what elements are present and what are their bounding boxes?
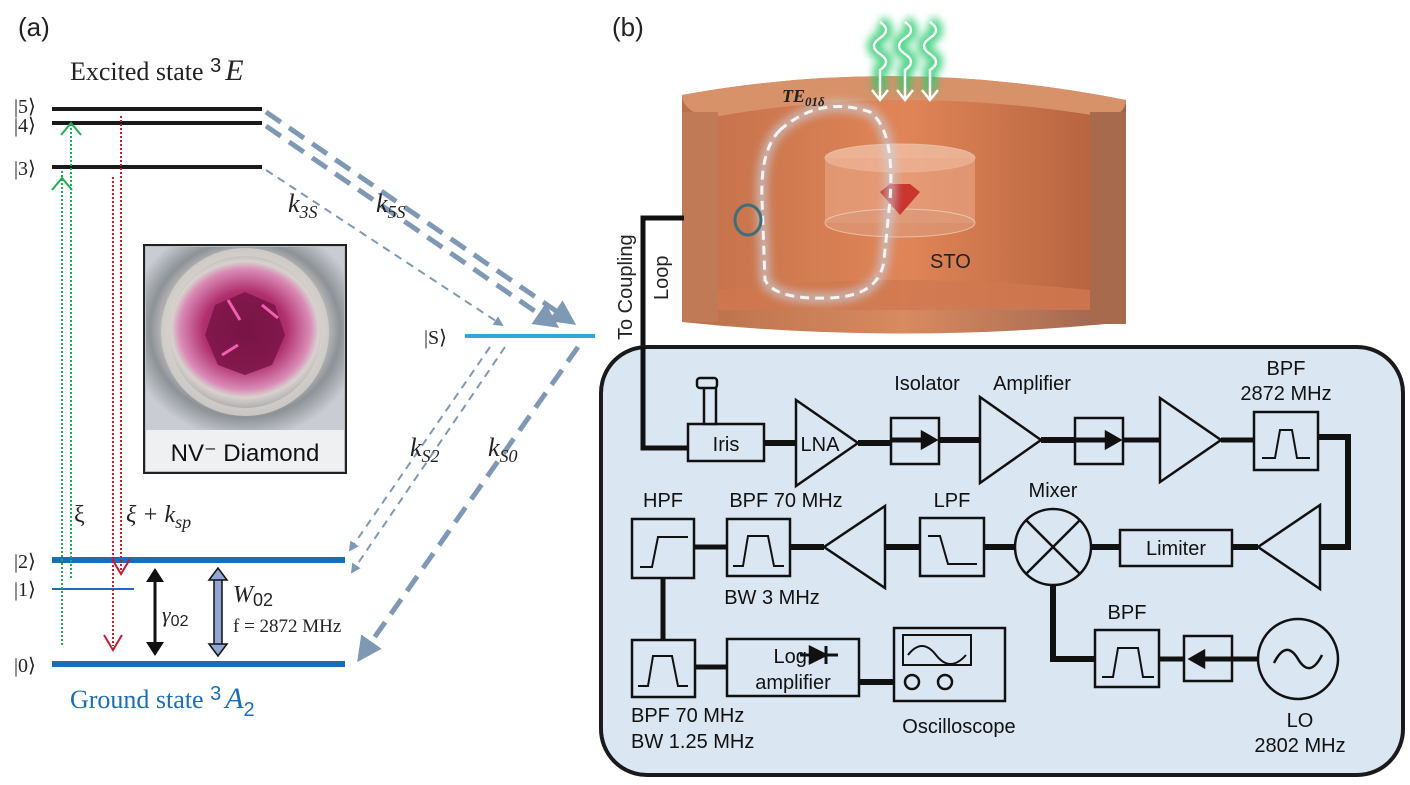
log-amp-label-2: amplifier <box>755 672 831 694</box>
k5s-arrow <box>264 109 577 325</box>
bpf-lo-label: BPF <box>1108 602 1147 624</box>
sto-resonator <box>824 143 976 238</box>
bpf-top-label: BPF <box>1267 358 1306 380</box>
lna-label: LNA <box>801 434 841 456</box>
green-light-icon <box>867 16 943 103</box>
pump-arrowhead-4 <box>60 121 82 136</box>
limiter-block <box>1118 528 1234 568</box>
k3s-label: k3S <box>288 189 318 222</box>
emission-arrowhead-0 <box>103 634 123 652</box>
oscilloscope-label: Oscilloscope <box>902 716 1015 738</box>
amplifier-1 <box>978 394 1044 486</box>
bpf-70-block <box>725 517 792 578</box>
level-4-label: |4⟩ <box>14 115 36 137</box>
frequency-label: f = 2872 MHz <box>233 616 341 637</box>
local-oscillator-icon <box>1256 617 1340 701</box>
panel-a-label: (a) <box>18 12 50 42</box>
limiter-label: Limiter <box>1146 538 1206 560</box>
level-singlet-label: |S⟩ <box>424 327 447 349</box>
level-5-label: |5⟩ <box>14 96 36 118</box>
photo-caption: NV⁻ Diamond <box>171 440 320 467</box>
hpf-block <box>630 517 696 580</box>
coupling-loop-icon <box>733 203 763 237</box>
gamma-02-arrow <box>146 568 164 656</box>
ks2-label: kS2 <box>410 433 440 466</box>
gamma-02-label: γ02 <box>162 602 189 630</box>
bpf-70b-bw-label: BW 1.25 MHz <box>631 731 754 753</box>
ks2-arrow-b <box>350 346 506 574</box>
bpf-70-bw-label: BW 3 MHz <box>724 587 820 609</box>
iris-block <box>686 376 766 463</box>
hpf-label: HPF <box>643 490 683 512</box>
amplifier-4 <box>821 503 887 591</box>
emission-arrowhead-2 <box>111 558 131 576</box>
xi-ksp-label: ξ + ksp <box>126 502 191 532</box>
bpf-70b-block <box>630 638 697 699</box>
w02-label: W02 <box>233 582 273 610</box>
k3s-arrow <box>265 169 504 327</box>
log-amplifier-block <box>725 637 861 698</box>
bpf-70-label: BPF 70 MHz <box>729 490 842 512</box>
panel-b-label: (b) <box>612 12 644 42</box>
oscilloscope-screen <box>902 634 972 666</box>
level-3-label: |3⟩ <box>14 158 36 180</box>
ks0-arrow <box>357 345 581 663</box>
level-1-label: |1⟩ <box>14 579 36 601</box>
w02-arrow <box>207 566 229 658</box>
k4s-arrow <box>264 123 560 328</box>
isolator-label: Isolator <box>894 373 960 395</box>
amplifier-2 <box>1158 395 1224 485</box>
bpf-top-freq-label: 2872 MHz <box>1240 383 1331 405</box>
te-mode-label: TE01δ <box>782 86 825 109</box>
emission-arrows <box>103 116 131 652</box>
xi-label: ξ <box>74 502 85 528</box>
bpf-70b-label: BPF 70 MHz <box>631 705 744 727</box>
lna-amplifier <box>794 397 861 489</box>
sto-label: STO <box>930 251 971 273</box>
te-mode-loop <box>755 100 897 305</box>
mixer-label: Mixer <box>1029 480 1078 502</box>
amplifier-label: Amplifier <box>993 373 1071 395</box>
loop-label: Loop <box>651 256 673 301</box>
lo-label: LO <box>1287 710 1314 732</box>
decay-arrows-from-singlet <box>348 345 581 663</box>
nv-diamond-photo: NV⁻ Diamond <box>143 244 347 474</box>
to-coupling-label: To Coupling <box>615 234 637 340</box>
amplifier-3 <box>1255 502 1322 592</box>
k5s-label: k5S <box>376 189 406 222</box>
bpf-lo-block <box>1093 628 1161 689</box>
lo-freq-label: 2802 MHz <box>1254 735 1345 757</box>
sine-wave-icon <box>907 645 967 665</box>
mixer-icon <box>1013 507 1093 587</box>
ks0-label: kS0 <box>488 433 518 466</box>
level-2-label: |2⟩ <box>14 551 36 573</box>
bpf-2872-block <box>1252 410 1320 472</box>
iris-label: Iris <box>713 434 740 456</box>
lpf-block <box>918 516 986 578</box>
lpf-label: LPF <box>934 490 971 512</box>
pump-arrowhead-3 <box>51 176 73 191</box>
log-amp-label-1: Log. <box>774 646 813 668</box>
pump-arrows <box>51 121 82 645</box>
decay-arrows-to-singlet <box>264 109 577 328</box>
level-0-label: |0⟩ <box>14 655 36 677</box>
diode-icon <box>800 644 838 666</box>
